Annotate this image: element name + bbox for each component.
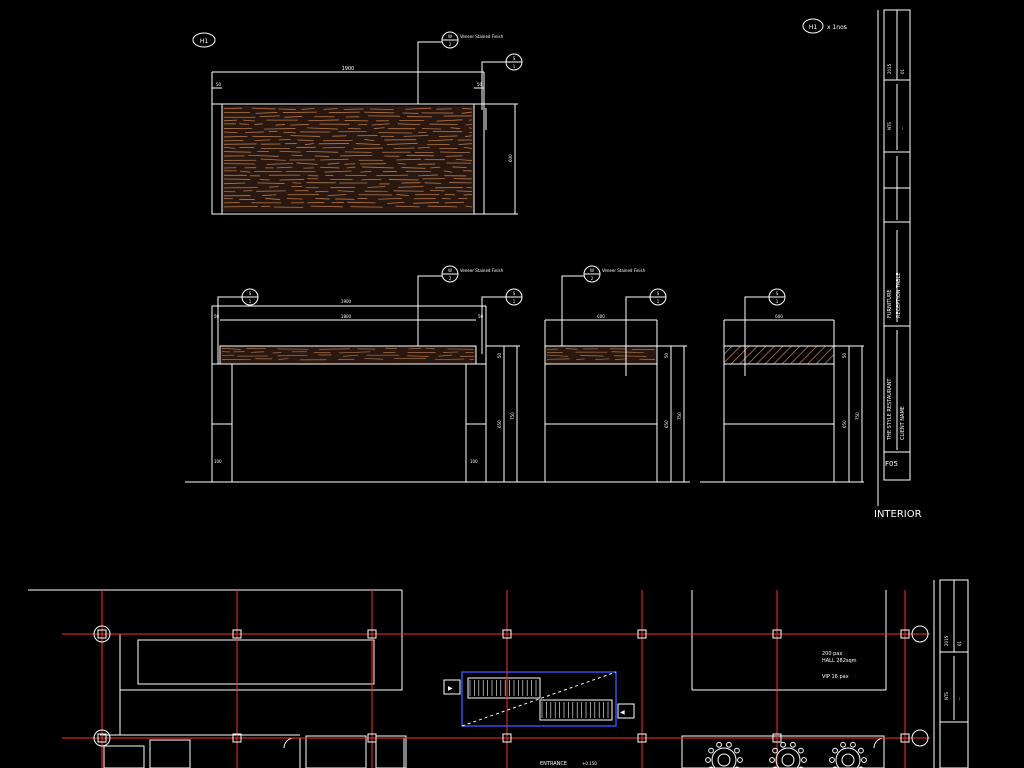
svg-text:Veneer Stained Finish: Veneer Stained Finish: [602, 268, 646, 273]
svg-text:200 pax: 200 pax: [822, 651, 842, 657]
legend-tag-text: H1: [809, 24, 818, 31]
dimension-text: 50: [216, 82, 222, 87]
svg-text:1: 1: [249, 299, 252, 304]
svg-text:HALL 282sqm: HALL 282sqm: [822, 658, 857, 664]
svg-text:650: 650: [664, 420, 669, 428]
svg-text:50: 50: [842, 352, 847, 358]
hall-note: 200 pax HALL 282sqm VIP 16 pax: [822, 651, 857, 680]
drawing-tag: H1: [192, 32, 216, 48]
grid-bubbles: [93, 625, 929, 747]
svg-text:50: 50: [214, 314, 220, 319]
svg-text:650: 650: [842, 420, 847, 428]
material-callout: S 1: [625, 288, 667, 376]
title-block: THE STYLE RESTAURANT CLIENT NAME FURNITU…: [874, 9, 922, 520]
svg-text:750: 750: [510, 412, 515, 420]
svg-text:1900: 1900: [341, 299, 352, 304]
table-plan-view: 1900 50 50 600 W 2 Veneer Stained Finish: [211, 31, 523, 215]
legend-tag: H1 x 1nos: [802, 18, 847, 34]
dimension-text: 600: [508, 154, 513, 162]
svg-text:750: 750: [677, 412, 682, 420]
svg-text:1: 1: [657, 299, 660, 304]
floor-plan: ▶ ◀ 200 pax HALL 282sqm VIP 16 pax ENTRA…: [28, 579, 969, 768]
sheet-label: INTERIOR: [874, 509, 922, 520]
staircase-selection[interactable]: ▶ ◀: [443, 671, 635, 727]
svg-text:2015: 2015: [944, 635, 949, 646]
table-section-view: 600 50 750 650 S 1: [700, 288, 864, 483]
material-callout: S 1: [217, 288, 259, 364]
svg-text:VIP 16 pax: VIP 16 pax: [822, 674, 849, 680]
svg-text:2: 2: [449, 276, 452, 281]
svg-text:S: S: [657, 291, 660, 296]
elevation-sheet: H1 H1 x 1nos 1900 50 50: [185, 9, 922, 520]
svg-text:1: 1: [776, 299, 779, 304]
svg-text:CLIENT NAME: CLIENT NAME: [900, 406, 906, 440]
material-callout: S 1: [481, 53, 523, 110]
svg-text:01: 01: [957, 640, 962, 646]
svg-text:100: 100: [470, 459, 478, 464]
drawing-tag-text: H1: [200, 38, 209, 45]
svg-text:--: --: [957, 697, 962, 700]
svg-text:600: 600: [597, 314, 605, 319]
arrow-icon: ◀: [620, 709, 625, 716]
svg-text:S: S: [776, 291, 779, 296]
svg-text:01: 01: [900, 68, 905, 74]
svg-text:S: S: [249, 291, 252, 296]
material-callout: W 2 Veneer Stained Finish: [417, 265, 504, 346]
material-callout: W 2 Veneer Stained Finish: [417, 31, 504, 104]
svg-text:Veneer Stained Finish: Veneer Stained Finish: [460, 268, 504, 273]
round-dining-tables: [705, 741, 867, 768]
material-callout: S 1: [744, 288, 786, 376]
svg-text:Veneer Stained Finish: Veneer Stained Finish: [460, 34, 504, 39]
svg-text:W: W: [590, 268, 594, 273]
legend-text: x 1nos: [827, 24, 847, 31]
svg-text:750: 750: [855, 412, 860, 420]
svg-text:600: 600: [775, 314, 783, 319]
material-callout: S 1: [481, 288, 523, 354]
column-markers: [97, 629, 910, 743]
wood-grain-texture: [223, 107, 473, 208]
table-front-elevation: 1900 1800 50 50 100 100 50 750 650 W 2 V…: [185, 265, 523, 483]
svg-text:50: 50: [664, 352, 669, 358]
arrow-icon: ▶: [448, 685, 453, 692]
sheet-number: F05: [885, 460, 898, 468]
svg-text:W: W: [448, 268, 452, 273]
svg-text:2: 2: [449, 42, 452, 47]
svg-text:50: 50: [478, 314, 484, 319]
svg-text:650: 650: [497, 420, 502, 428]
entrance-label: ENTRANCE: [540, 761, 567, 767]
svg-text:100: 100: [214, 459, 222, 464]
svg-text:S: S: [513, 56, 516, 61]
svg-text:RECEPTION TABLE: RECEPTION TABLE: [896, 272, 902, 318]
svg-text:2: 2: [591, 276, 594, 281]
dimension-text: 1900: [342, 66, 355, 72]
svg-text:50: 50: [497, 352, 502, 358]
material-callout: W 2 Veneer Stained Finish: [561, 265, 646, 346]
dimension-text: 50: [477, 82, 483, 87]
level-label: +0.150: [582, 761, 597, 766]
svg-text:FURNITURE: FURNITURE: [887, 289, 893, 318]
svg-text:1: 1: [513, 64, 516, 69]
svg-text:--: --: [900, 127, 905, 130]
svg-text:NTS: NTS: [944, 692, 949, 700]
svg-text:2015: 2015: [887, 63, 892, 74]
svg-text:W: W: [448, 34, 452, 39]
svg-text:THE STYLE RESTAURANT: THE STYLE RESTAURANT: [887, 378, 893, 441]
floor-plan-walls: [28, 589, 887, 768]
floor-plan-title-block: 2015 01 NTS --: [933, 579, 969, 768]
structural-grid: [62, 590, 930, 768]
svg-text:NTS: NTS: [887, 122, 892, 130]
svg-text:1: 1: [513, 299, 516, 304]
svg-text:1800: 1800: [341, 314, 352, 319]
svg-text:S: S: [513, 291, 516, 296]
table-side-elevation: 600 50 750 650 W 2 Veneer Stained Finish…: [520, 265, 690, 483]
